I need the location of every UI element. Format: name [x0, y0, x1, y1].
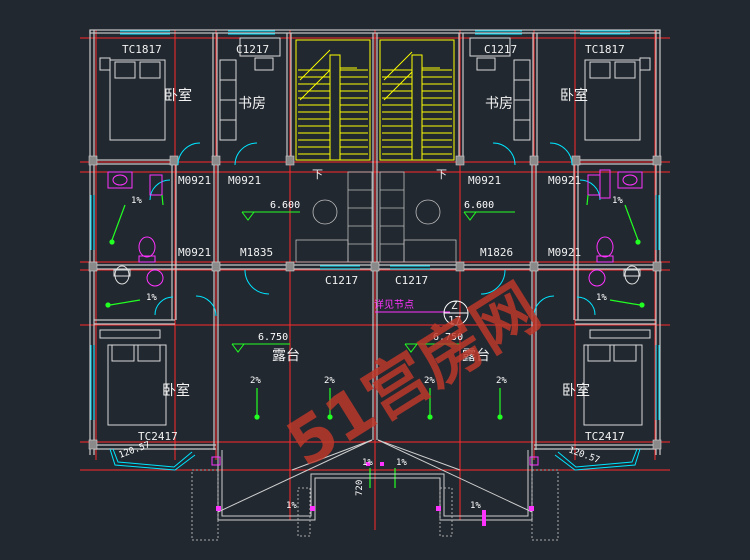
window-tag-c1217-landing-r: C1217 [395, 274, 428, 287]
elevation-upper-left: 6.600 [270, 200, 300, 211]
furniture [99, 37, 651, 426]
stair-hatch [299, 49, 413, 101]
door-tag-m0921-c: M0921 [468, 174, 501, 187]
room-bedroom-tl: 卧室 [164, 87, 192, 104]
drain-arrows [105, 194, 645, 488]
room-study-left: 书房 [238, 96, 266, 112]
door-tag-m1835: M1835 [240, 246, 273, 259]
window-tag-tc1817-left: TC1817 [122, 43, 162, 56]
slope-balcony-4: 2% [496, 376, 507, 386]
section-symbol [375, 300, 469, 326]
slope-terrace-4: 1% [470, 501, 481, 511]
room-bedroom-br: 卧室 [562, 382, 590, 399]
window-tag-tc2417-left: TC2417 [138, 430, 178, 443]
window-tag-c1217-right: C1217 [484, 43, 517, 56]
door-tag-m1826: M1826 [480, 246, 513, 259]
door-tag-m0921-d: M0921 [548, 174, 581, 187]
room-bedroom-bl: 卧室 [162, 382, 190, 399]
room-study-right: 书房 [485, 96, 513, 112]
columns [88, 155, 662, 450]
window-tag-c1217-left: C1217 [236, 43, 269, 56]
door-tag-m0921-e: M0921 [178, 246, 211, 259]
stair-down-right: 下 [436, 168, 447, 181]
elevation-markers [231, 211, 515, 353]
window-tag-c1217-landing-l: C1217 [325, 274, 358, 287]
window-tag-tc1817-right: TC1817 [585, 43, 625, 56]
bay-dim-left: 120.57 [118, 440, 152, 461]
stairs [295, 39, 455, 161]
stair-landing [295, 171, 457, 263]
slope-balcony-1: 2% [250, 376, 261, 386]
labels: 卧室 卧室 书房 书房 卧室 卧室 露台 露台 TC1817 TC1817 C1… [118, 43, 625, 511]
slope-bath-tr: 1% [612, 196, 623, 206]
section-top: Z [451, 299, 458, 312]
slope-terrace-3: 1% [286, 501, 297, 511]
dim-720: 720 [355, 480, 365, 496]
bath-fixtures-white [113, 265, 641, 285]
door-tag-m0921-b: M0921 [228, 174, 261, 187]
terrace-marks [211, 456, 539, 526]
slope-balcony-3: 2% [424, 376, 435, 386]
stair-down-left: 下 [312, 168, 323, 181]
terrace-outline [191, 439, 559, 541]
slope-bath-mr: 1% [596, 293, 607, 303]
door-tag-m0921-f: M0921 [548, 246, 581, 259]
door-tag-m0921-a: M0921 [178, 174, 211, 187]
elevation-lower-right: 6.750 [433, 332, 463, 343]
stair-treads [298, 69, 452, 155]
windows [90, 30, 660, 471]
elevation-upper-right: 6.600 [464, 200, 494, 211]
slope-terrace-1: 1% [362, 458, 373, 468]
slope-bath-tl: 1% [131, 196, 142, 206]
elevation-lower-left: 6.750 [258, 332, 288, 343]
slope-terrace-2: 1% [396, 458, 407, 468]
section-note: 详见节点 [374, 298, 414, 311]
slope-balcony-2: 2% [324, 376, 335, 386]
bath-fixtures [107, 169, 643, 287]
room-balcony-right: 露台 [462, 348, 490, 364]
section-bottom: 17 [448, 314, 461, 327]
window-tag-tc2417-right: TC2417 [585, 430, 625, 443]
room-balcony-left: 露台 [272, 348, 300, 364]
room-bedroom-tr: 卧室 [560, 87, 588, 104]
slope-bath-ml: 1% [146, 293, 157, 303]
